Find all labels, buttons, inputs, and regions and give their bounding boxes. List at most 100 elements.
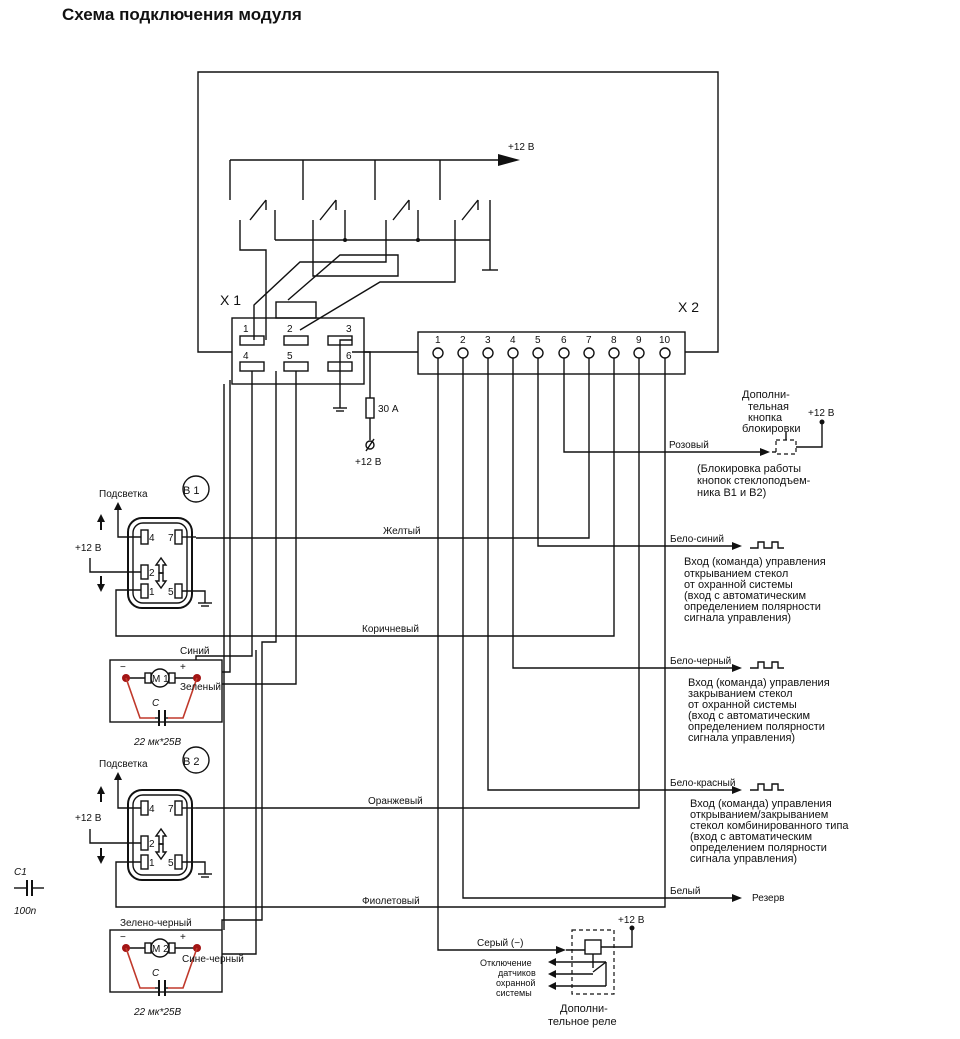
extra-button-supply: +12 В	[808, 408, 835, 419]
sensors-label-3: охранной	[496, 978, 535, 988]
x1-pin-5: 5	[287, 351, 293, 362]
b2-backlight-label: Подсветка	[99, 759, 148, 770]
note-combined-5: определением полярности	[690, 842, 827, 854]
wire-label-green: Зеленый	[180, 682, 221, 693]
wire-label-green-black: Зелено-черный	[120, 918, 192, 929]
wire-label-violet: Фиолетовый	[362, 896, 420, 907]
extra-button-label-4: блокировки	[742, 423, 800, 435]
note-combined-1: Вход (команда) управления	[690, 798, 832, 810]
x1-pin-2: 2	[287, 324, 293, 335]
fuse-label: 30 А	[378, 404, 399, 415]
c1-value: 100n	[14, 906, 37, 917]
m2-plus: +	[180, 932, 186, 943]
note-combined-6: сигнала управления)	[690, 853, 797, 865]
note-close-6: сигнала управления)	[688, 732, 795, 744]
wire-label-white-black: Бело-черный	[670, 656, 731, 667]
x2-pin-9: 9	[636, 335, 642, 346]
b2-pin-4: 4	[149, 804, 155, 815]
module-housing	[197, 71, 719, 353]
b1-supply-label: +12 В	[75, 543, 102, 554]
b2-label: B 2	[183, 756, 200, 768]
note-close-2: закрыванием стекол	[688, 688, 793, 700]
note-block-1: (Блокировка работы	[697, 463, 801, 475]
motor-m2	[109, 929, 223, 996]
x1-pin-3: 3	[346, 324, 352, 335]
note-close-3: от охранной системы	[688, 699, 797, 711]
wire-label-yellow: Желтый	[383, 526, 421, 537]
extra-button-label-3: кнопка	[748, 412, 783, 424]
note-close-5: определением полярности	[688, 721, 825, 733]
b1-backlight-label: Подсветка	[99, 489, 148, 500]
b2-pin-2: 2	[149, 839, 155, 850]
note-combined-4: (вход с автоматическим	[690, 831, 812, 843]
note-combined-2: открыванием/закрыванием	[690, 809, 828, 821]
note-close-4: (вход с автоматическим	[688, 710, 810, 722]
reserve-label: Резерв	[752, 893, 784, 904]
x1-pin-4: 4	[243, 351, 249, 362]
c1-name: C1	[14, 867, 27, 878]
x2-pin-6: 6	[561, 335, 567, 346]
x2-pin-7: 7	[586, 335, 592, 346]
x2-pin-10: 10	[659, 335, 671, 346]
capacitor-c1	[14, 880, 44, 896]
note-combined-3: стекол комбинированного типа	[690, 820, 849, 832]
wire-label-white: Белый	[670, 886, 700, 897]
b1-pin-7: 7	[168, 533, 174, 544]
b1-label: B 1	[183, 485, 200, 497]
note-open-2: открыванием стекол	[684, 568, 788, 580]
m2-minus: −	[120, 932, 126, 943]
m2-label: M 2	[152, 944, 169, 955]
switch-b2	[89, 746, 212, 881]
wire-label-gray: Серый (−)	[477, 938, 523, 949]
b1-pin-5: 5	[168, 587, 174, 598]
wire-label-orange: Оранжевый	[368, 796, 423, 807]
x1-pin-1: 1	[243, 324, 249, 335]
note-open-1: Вход (команда) управления	[684, 556, 826, 568]
module-supply-label: +12 В	[508, 142, 535, 153]
b2-supply-label: +12 В	[75, 813, 102, 824]
note-close-1: Вход (команда) управления	[688, 677, 830, 689]
m1-label: M 1	[152, 674, 169, 685]
note-open-3: от охранной системы	[684, 579, 793, 591]
x1-pin-6: 6	[346, 351, 352, 362]
x2-pin-1: 1	[435, 335, 441, 346]
m2-cap-label: C	[152, 968, 160, 979]
m1-cap-value: 22 мк*25В	[133, 737, 181, 748]
note-block-3: ника В1 и В2)	[697, 487, 766, 499]
sensors-label-1: Отключение	[480, 958, 532, 968]
m1-plus: +	[180, 662, 186, 673]
x2-pin-8: 8	[611, 335, 617, 346]
extra-relay	[548, 925, 635, 995]
m1-minus: −	[120, 662, 126, 673]
wire-label-blue-black: Сине-черный	[182, 954, 244, 965]
switch-b1	[89, 475, 212, 609]
wire-label-white-blue: Бело-синий	[670, 534, 724, 545]
note-block-2: кнопок стеклоподъем-	[697, 475, 811, 487]
x1-label: X 1	[220, 292, 241, 308]
b1-pin-2: 2	[149, 568, 155, 579]
b2-pin-1: 1	[149, 858, 155, 869]
note-open-5: определением полярности	[684, 601, 821, 613]
relay-label-2: тельное реле	[548, 1016, 617, 1028]
b2-pin-7: 7	[168, 804, 174, 815]
fuse-supply-label: +12 В	[355, 457, 382, 468]
page-title: Схема подключения модуля	[62, 5, 302, 24]
note-open-4: (вход с автоматическим	[684, 590, 806, 602]
m1-cap-label: C	[152, 698, 160, 709]
extra-button-label-1: Дополни-	[742, 389, 790, 401]
sensors-label-2: датчиков	[498, 968, 536, 978]
x2-pin-5: 5	[535, 335, 541, 346]
wire-label-blue: Синий	[180, 646, 210, 657]
note-open-6: сигнала управления)	[684, 612, 791, 624]
wire-label-white-red: Бело-красный	[670, 778, 735, 789]
x2-pin-2: 2	[460, 335, 466, 346]
b1-pin-4: 4	[149, 533, 155, 544]
x2-pin-3: 3	[485, 335, 491, 346]
extra-button-label-2: тельная	[748, 401, 789, 413]
sensors-label-4: системы	[496, 988, 532, 998]
x2-label: X 2	[678, 299, 699, 315]
x2-pin-4: 4	[510, 335, 516, 346]
b1-pin-1: 1	[149, 587, 155, 598]
motor-m1	[109, 659, 223, 726]
